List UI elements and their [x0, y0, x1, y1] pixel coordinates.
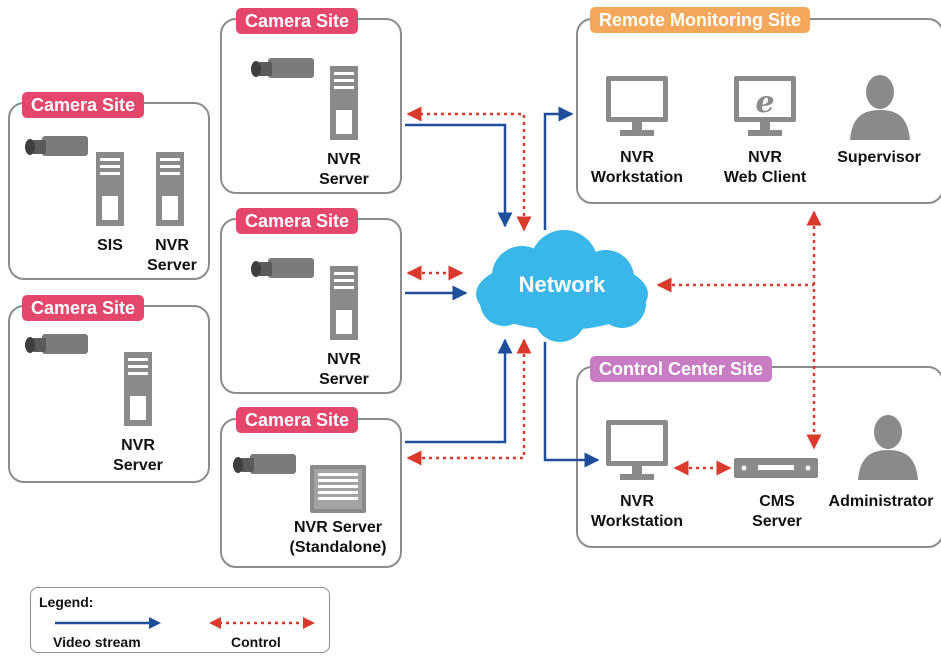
supervisor-label: Supervisor [837, 149, 921, 166]
camera-site-box-middle [220, 218, 402, 394]
video-stream-arrow [543, 342, 600, 468]
server-tower-icon [124, 352, 152, 426]
nvr-server-standalone-label: NVR Server(Standalone) [289, 519, 387, 556]
video-stream-arrow [543, 106, 574, 230]
person-icon [858, 415, 918, 480]
server-tower-icon [96, 152, 124, 226]
server-tower-icon [330, 266, 358, 340]
legend-video-arrow [55, 617, 161, 629]
camera-icon [251, 58, 314, 78]
cloud-icon [476, 230, 648, 342]
camera-icon [233, 454, 296, 474]
legend: Legend: Video stream Control [30, 587, 330, 653]
video-stream-arrow [405, 123, 513, 228]
camera-icon [25, 136, 88, 156]
camera-site-tag: Camera Site [236, 407, 359, 433]
camera-site-tag: Camera Site [22, 92, 145, 118]
web-client-monitor-icon: e [734, 76, 796, 136]
camera-icon [25, 334, 88, 354]
control-arrow [406, 338, 532, 466]
sis-label: SIS [97, 237, 123, 254]
camera-icon [251, 258, 314, 278]
server-tower-icon [156, 152, 184, 226]
control-arrow [406, 106, 532, 232]
administrator-label: Administrator [828, 493, 934, 510]
control-center-site-tag: Control Center Site [590, 356, 773, 382]
monitor-icon [606, 76, 668, 136]
monitor-icon [606, 420, 668, 480]
cms-server-icon [734, 458, 818, 478]
server-tower-icon [330, 66, 358, 140]
network-label: Network [518, 272, 606, 297]
camera-site-box-left-bottom [8, 305, 210, 483]
camera-site-tag: Camera Site [236, 208, 359, 234]
remote-monitoring-site-tag: Remote Monitoring Site [590, 7, 810, 33]
person-icon [850, 75, 910, 140]
camera-site-tag: Camera Site [22, 295, 145, 321]
legend-video-label: Video stream [53, 634, 141, 650]
legend-control-label: Control [231, 634, 281, 650]
svg-text:e: e [755, 85, 774, 120]
video-stream-arrow [405, 338, 513, 444]
standalone-nvr-icon [310, 465, 366, 513]
camera-site-tag: Camera Site [236, 8, 359, 34]
camera-site-box-top [220, 18, 402, 194]
legend-title: Legend: [39, 594, 94, 610]
legend-control-arrow [209, 617, 315, 629]
